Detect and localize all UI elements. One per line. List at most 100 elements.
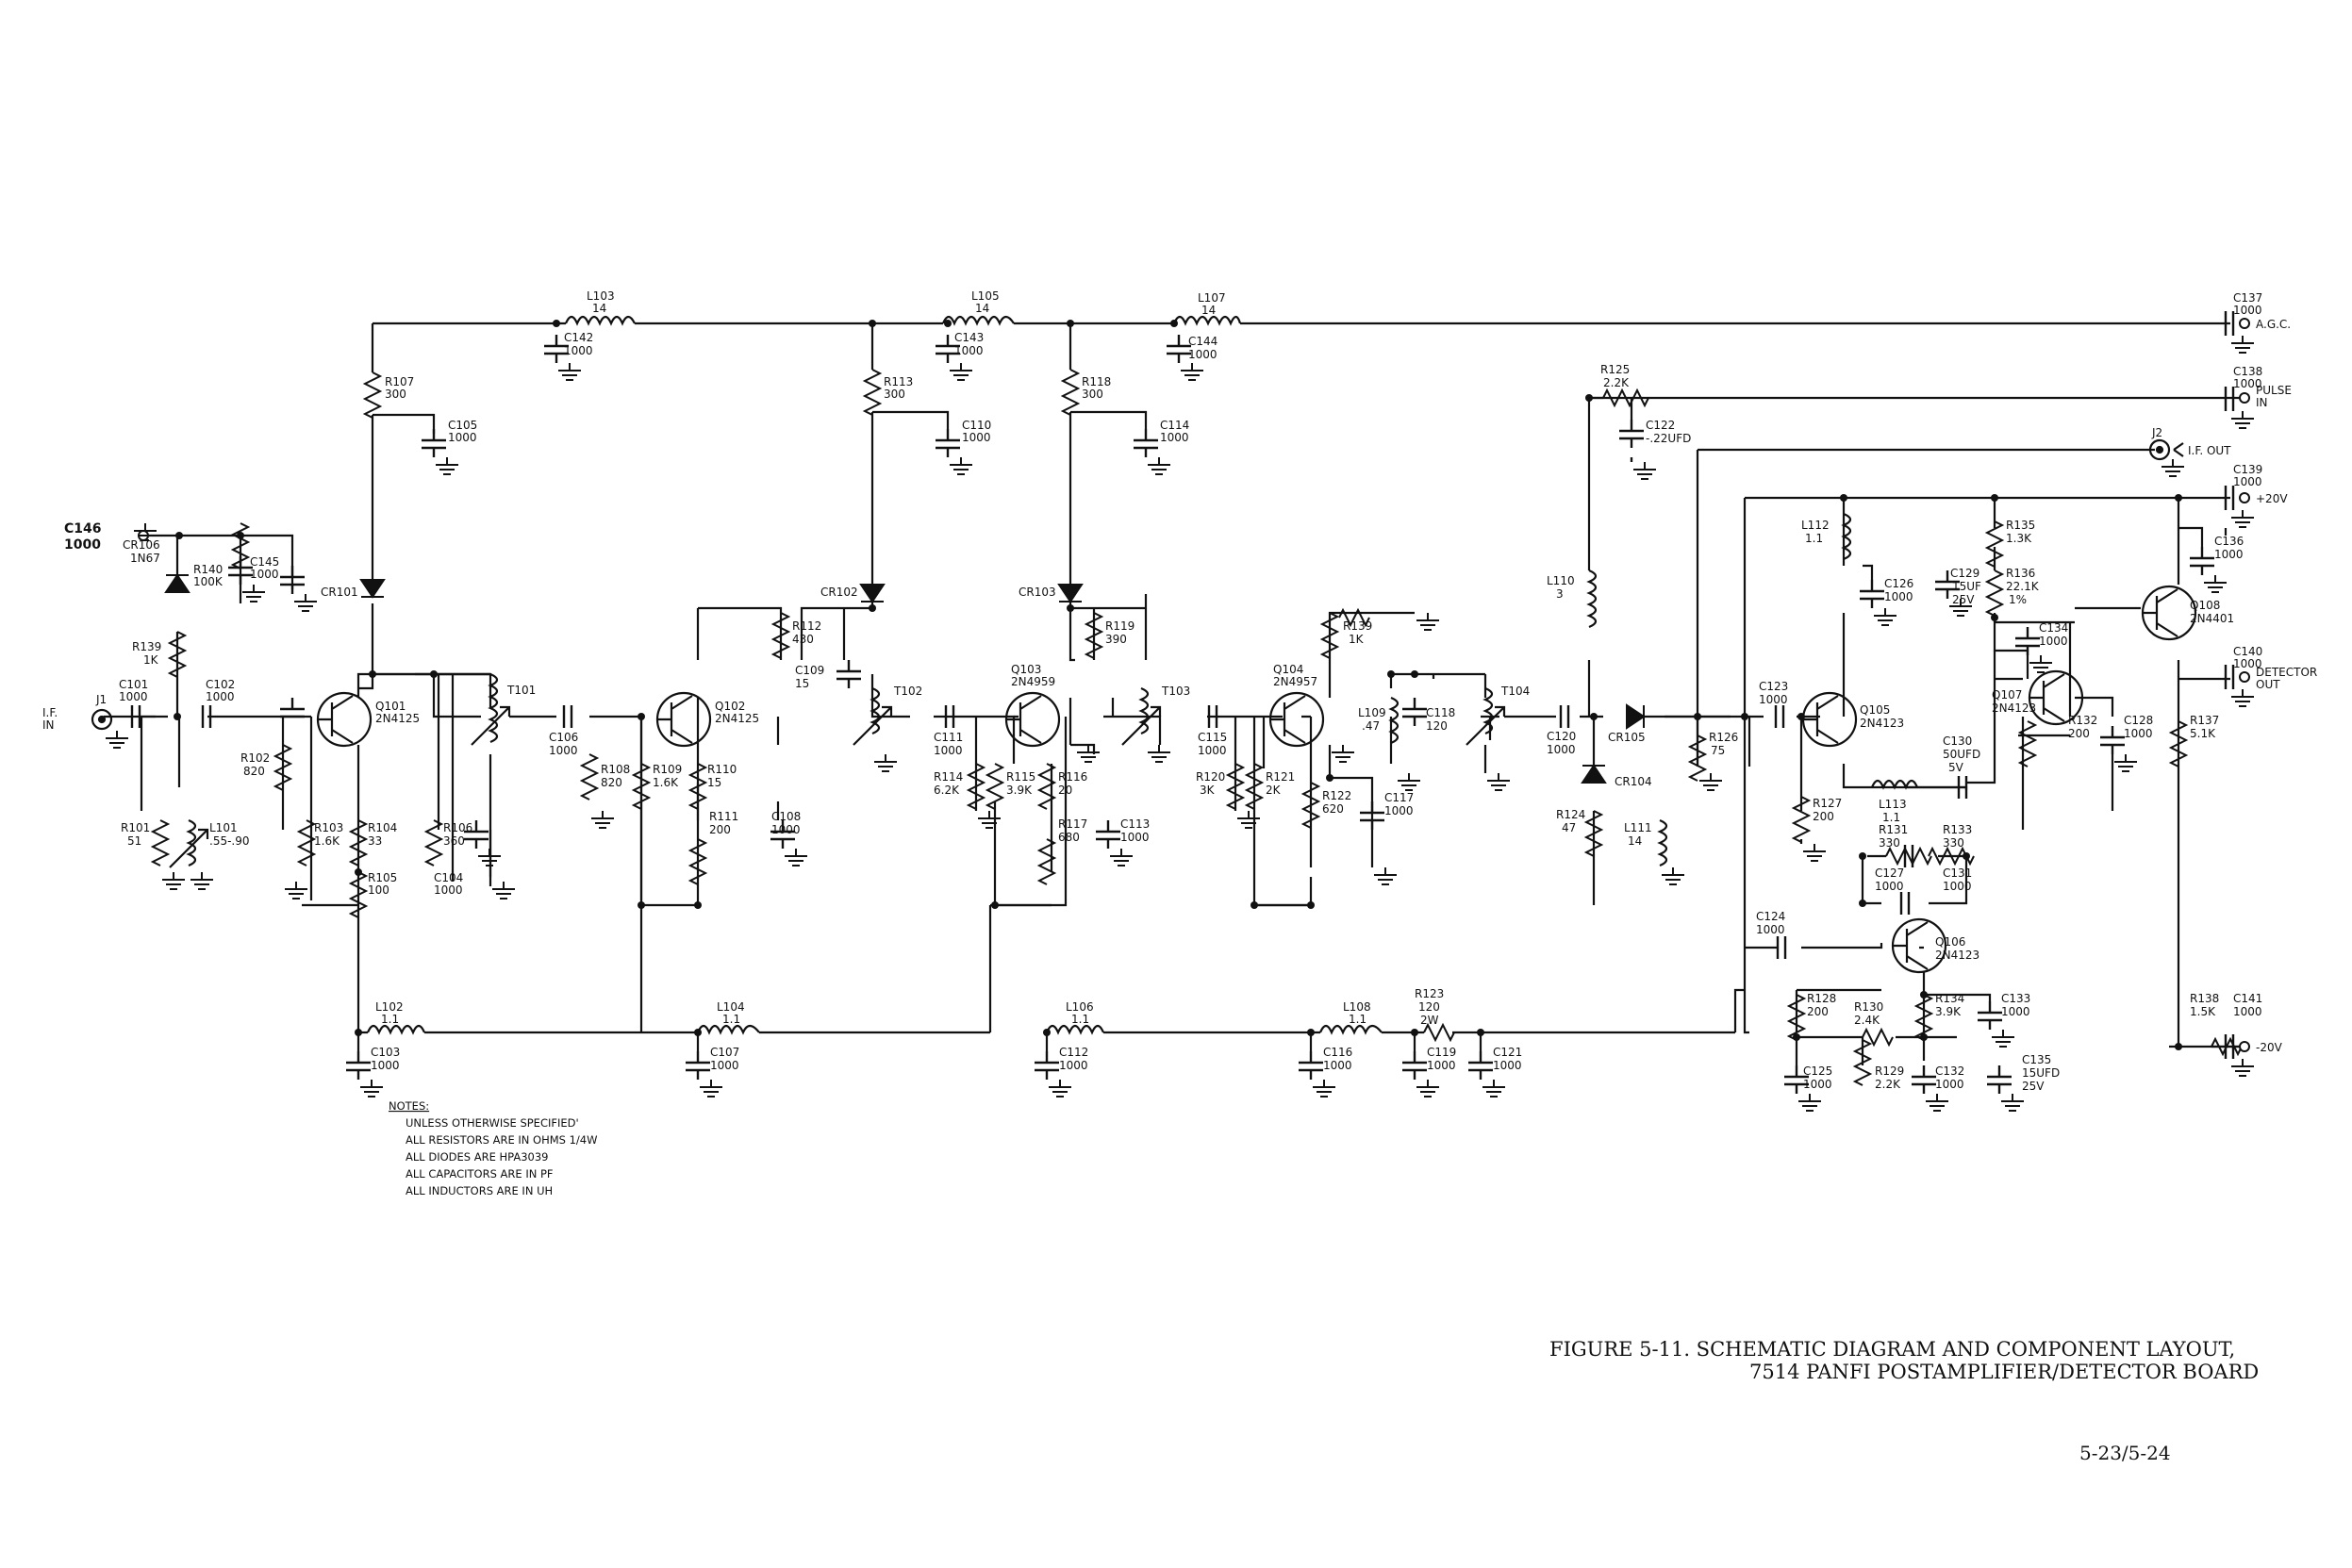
terminal-agc: A.G.C.: [2256, 318, 2291, 331]
label-l110v: 3: [1556, 587, 1564, 601]
label-c143v: 1000: [954, 344, 984, 357]
figure-caption: FIGURE 5-11. SCHEMATIC DIAGRAM AND COMPO…: [1549, 1338, 2259, 1464]
label-l104v: 1.1: [722, 1013, 740, 1026]
label-l110: L110: [1547, 574, 1575, 587]
label-r119v: 390: [1105, 633, 1127, 646]
label-t104: T104: [1500, 685, 1530, 698]
label-c118v: 120: [1426, 719, 1448, 733]
label-l113: L113: [1879, 798, 1907, 811]
label-l108v: 1.1: [1349, 1013, 1366, 1026]
label-c125v: 1000: [1803, 1078, 1832, 1091]
label-c121: C121: [1493, 1046, 1522, 1059]
label-l104: L104: [717, 1000, 745, 1014]
label-r132v: 200: [2068, 727, 2090, 740]
label-q103v: 2N4959: [1011, 675, 1055, 688]
resistors: [150, 369, 2243, 1086]
label-c131v: 1000: [1943, 880, 1972, 893]
label-c139v: 1000: [2233, 475, 2262, 488]
label-r139av: 1K: [143, 653, 159, 667]
label-r124: R124: [1556, 808, 1585, 821]
label-c127: C127: [1875, 867, 1904, 880]
label-c121v: 1000: [1493, 1059, 1522, 1072]
label-c133: C133: [2001, 992, 2030, 1005]
label-q102v: 2N4125: [715, 712, 759, 725]
label-r119: R119: [1105, 619, 1135, 633]
label-c127v: 1000: [1875, 880, 1904, 893]
terminal-plus20: +20V: [2256, 492, 2288, 505]
label-t101: T101: [506, 684, 536, 697]
label-c116v: 1000: [1323, 1059, 1352, 1072]
label-cr106: CR106: [123, 538, 160, 552]
label-cr105: CR105: [1608, 731, 1646, 744]
label-l106: L106: [1066, 1000, 1094, 1014]
label-c128: C128: [2124, 714, 2153, 727]
label-c144v: 1000: [1188, 348, 1217, 361]
label-r103: R103: [314, 821, 343, 834]
label-c109: C109: [795, 664, 824, 677]
inductor-l103: [564, 315, 636, 326]
label-c112v: 1000: [1059, 1059, 1088, 1072]
transistors: [316, 585, 2197, 974]
label-r140v: 100K: [193, 575, 224, 588]
label-c113: C113: [1120, 817, 1150, 831]
label-r108: R108: [601, 763, 630, 776]
label-c138: C138: [2233, 365, 2262, 378]
label-cr106v: 1N67: [130, 552, 160, 565]
label-r118v: 300: [1082, 388, 1103, 401]
label-c116: C116: [1323, 1046, 1352, 1059]
label-l112: L112: [1801, 519, 1830, 532]
label-r104: R104: [368, 821, 397, 834]
label-r111v: 200: [709, 823, 731, 836]
label-r106v: 360: [443, 834, 465, 848]
label-l108: L108: [1343, 1000, 1371, 1014]
label-r102v: 820: [243, 765, 265, 778]
label-r136w: 1%: [2009, 593, 2027, 606]
label-r101: R101: [121, 821, 150, 834]
caption-line-2: 7514 PANFI POSTAMPLIFIER/DETECTOR BOARD: [1749, 1361, 2259, 1383]
junctions: [174, 320, 2182, 1050]
label-c141: C141: [2233, 992, 2262, 1005]
notes-line-3: ALL DIODES ARE HPA3039: [406, 1150, 548, 1164]
page-number: 5-23/5-24: [2079, 1442, 2171, 1464]
label-c117v: 1000: [1384, 804, 1414, 817]
label-r139bv: 1K: [1349, 633, 1365, 646]
label-t102: T102: [893, 685, 922, 698]
label-r140: R140: [193, 563, 223, 576]
label-r134v: 3.9K: [1935, 1005, 1962, 1018]
label-c118: C118: [1426, 706, 1455, 719]
label-r112: R112: [792, 619, 821, 633]
label-c122: C122: [1646, 419, 1675, 432]
label-c142: C142: [564, 331, 593, 344]
label-r128v: 200: [1807, 1005, 1829, 1018]
label-cr104: CR104: [1615, 775, 1652, 788]
label-r105: R105: [368, 871, 397, 884]
label-c117: C117: [1384, 791, 1414, 804]
label-q104: Q104: [1273, 663, 1303, 676]
connectors: [91, 438, 2184, 731]
terminal-pulse-in-2: IN: [2256, 396, 2268, 409]
label-c105v: 1000: [448, 431, 477, 444]
inductor-l106: [1045, 1024, 1105, 1035]
label-r122: R122: [1322, 789, 1351, 802]
inductor-l113: [1870, 779, 1919, 790]
label-c113v: 1000: [1120, 831, 1150, 844]
label-c136: C136: [2214, 535, 2244, 548]
label-c135: C135: [2022, 1053, 2051, 1066]
components: [91, 311, 2255, 1112]
label-r113v: 300: [884, 388, 905, 401]
label-l112v: 1.1: [1805, 532, 1823, 545]
label-c135w: 25V: [2022, 1080, 2045, 1093]
component-labels: L103 14 C142 1000 L105 14 C143 1000 L107…: [95, 289, 2262, 1093]
terminal-if-out: I.F. OUT: [2188, 444, 2231, 457]
label-c130v: 50UFD: [1943, 748, 1980, 761]
label-r114v: 6.2K: [934, 784, 960, 797]
label-c131: C131: [1943, 867, 1972, 880]
label-r112v: 430: [792, 633, 814, 646]
diodes: [164, 573, 1646, 784]
label-r105v: 100: [368, 883, 389, 897]
label-r138: R138: [2190, 992, 2219, 1005]
label-c125: C125: [1803, 1065, 1832, 1078]
label-r136: R136: [2006, 567, 2035, 580]
label-r115: R115: [1006, 770, 1035, 784]
label-r131: R131: [1879, 823, 1908, 836]
